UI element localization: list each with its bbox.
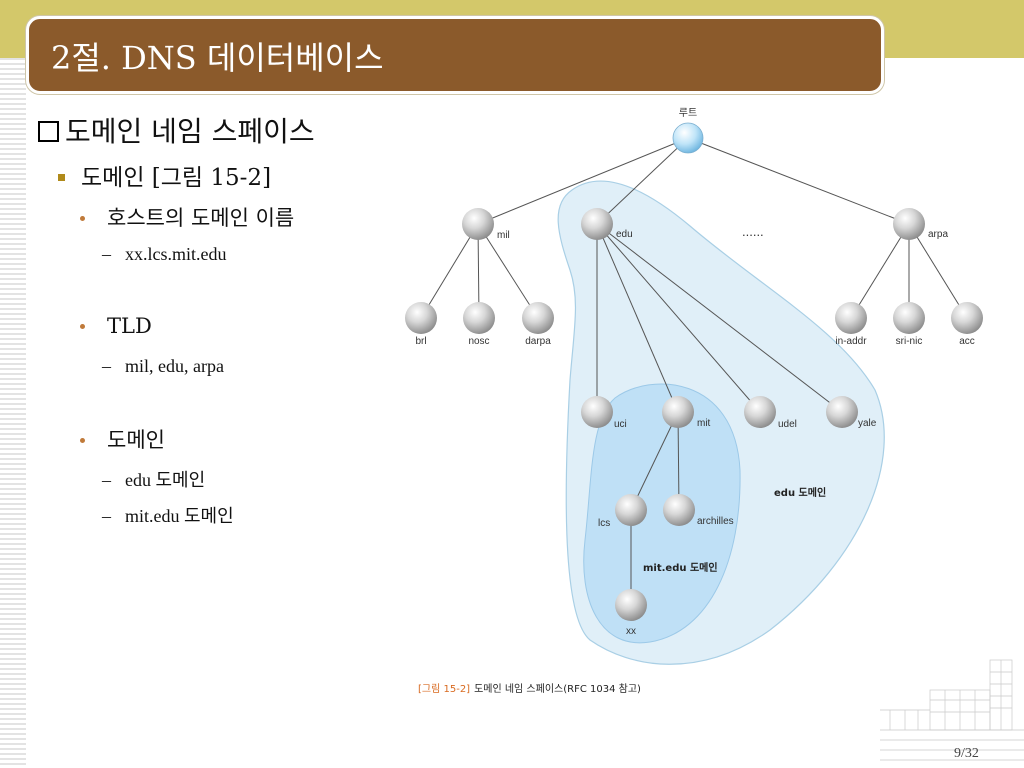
dot-bullet-icon bbox=[80, 437, 85, 443]
node-brl bbox=[405, 302, 437, 334]
square-bullet-icon bbox=[38, 121, 59, 142]
heading-row: 도메인 네임 스페이스 bbox=[38, 110, 315, 150]
sub-bullet-text: xx.lcs.mit.edu bbox=[125, 244, 227, 264]
bullet-row: TLD bbox=[80, 314, 152, 338]
node-edu bbox=[581, 208, 613, 240]
node-label: brl bbox=[415, 336, 426, 347]
node-label: acc bbox=[959, 336, 975, 347]
node-in-addr bbox=[835, 302, 867, 334]
node-label: in-addr bbox=[835, 336, 867, 347]
slide-subheading: 도메인 [그림 15-2] bbox=[81, 165, 272, 191]
sub-bullet-text: edu 도메인 bbox=[125, 470, 206, 490]
node-lcs bbox=[615, 494, 647, 526]
sub-bullet-row: –mil, edu, arpa bbox=[102, 356, 224, 377]
node-arpa bbox=[893, 208, 925, 240]
node-sri-nic bbox=[893, 302, 925, 334]
node-darpa bbox=[522, 302, 554, 334]
caption-prefix: [그림 15-2] bbox=[418, 683, 470, 695]
figure-caption: [그림 15-2] 도메인 네임 스페이스(RFC 1034 참고) bbox=[418, 682, 641, 695]
node-mil bbox=[462, 208, 494, 240]
node-label: yale bbox=[858, 418, 877, 429]
ellipsis-label: ...... bbox=[742, 224, 764, 239]
node-nosc bbox=[463, 302, 495, 334]
node-label: darpa bbox=[525, 336, 551, 347]
node-label: mil bbox=[497, 230, 510, 241]
node-archilles bbox=[663, 494, 695, 526]
dot-bullet-icon bbox=[80, 215, 85, 221]
dot-bullet-icon bbox=[80, 323, 85, 329]
sub-bullet-row: –xx.lcs.mit.edu bbox=[102, 244, 227, 265]
node-label: archilles bbox=[697, 516, 734, 527]
sub-bullet-row: –edu 도메인 bbox=[102, 466, 205, 492]
slide-heading: 도메인 네임 스페이스 bbox=[65, 115, 315, 148]
node-label: nosc bbox=[468, 336, 489, 347]
bullet-text: 호스트의 도메인 이름 bbox=[107, 206, 295, 230]
dash-bullet-icon: – bbox=[102, 356, 111, 376]
node-label: xx bbox=[626, 626, 636, 637]
sub-bullet-row: –mit.edu 도메인 bbox=[102, 502, 234, 528]
slide-title: 2절. DNS 데이터베이스 bbox=[51, 39, 384, 77]
sub-bullet-text: mil, edu, arpa bbox=[125, 356, 224, 376]
node-acc bbox=[951, 302, 983, 334]
node-label: uci bbox=[614, 419, 627, 430]
building-sketch-decoration bbox=[880, 659, 1024, 761]
bullet-row: 도메인 bbox=[80, 424, 165, 454]
small-square-bullet-icon bbox=[58, 173, 65, 181]
caption-text: 도메인 네임 스페이스(RFC 1034 참고) bbox=[474, 682, 641, 695]
node-yale bbox=[826, 396, 858, 428]
root-node bbox=[672, 122, 704, 154]
node-uci bbox=[581, 396, 613, 428]
bullet-row: 호스트의 도메인 이름 bbox=[80, 202, 294, 232]
page-number: 9/32 bbox=[954, 746, 979, 761]
edu-domain-label: edu 도메인 bbox=[774, 486, 826, 499]
node-label: arpa bbox=[928, 229, 948, 240]
tree-edges bbox=[420, 137, 968, 605]
node-label: lcs bbox=[598, 518, 610, 529]
subheading-row: 도메인 [그림 15-2] bbox=[58, 158, 271, 192]
node-xx bbox=[615, 589, 647, 621]
dash-bullet-icon: – bbox=[102, 244, 111, 264]
node-udel bbox=[744, 396, 776, 428]
node-label: mit bbox=[697, 418, 711, 429]
dash-bullet-icon: – bbox=[102, 506, 111, 526]
node-label: sri-nic bbox=[896, 336, 923, 347]
node-mit bbox=[662, 396, 694, 428]
root-label: 루트 bbox=[679, 107, 697, 119]
bullet-text: TLD bbox=[107, 314, 152, 338]
mit-domain-label: mit.edu 도메인 bbox=[643, 561, 718, 574]
mit-domain-region bbox=[583, 383, 741, 644]
sub-bullet-text: mit.edu 도메인 bbox=[125, 506, 234, 526]
left-stripe-decoration bbox=[0, 58, 26, 768]
bullet-text: 도메인 bbox=[107, 428, 165, 452]
dash-bullet-icon: – bbox=[102, 470, 111, 490]
node-label: udel bbox=[778, 419, 797, 430]
title-bar: 2절. DNS 데이터베이스 bbox=[26, 16, 884, 94]
node-label: edu bbox=[616, 229, 633, 240]
